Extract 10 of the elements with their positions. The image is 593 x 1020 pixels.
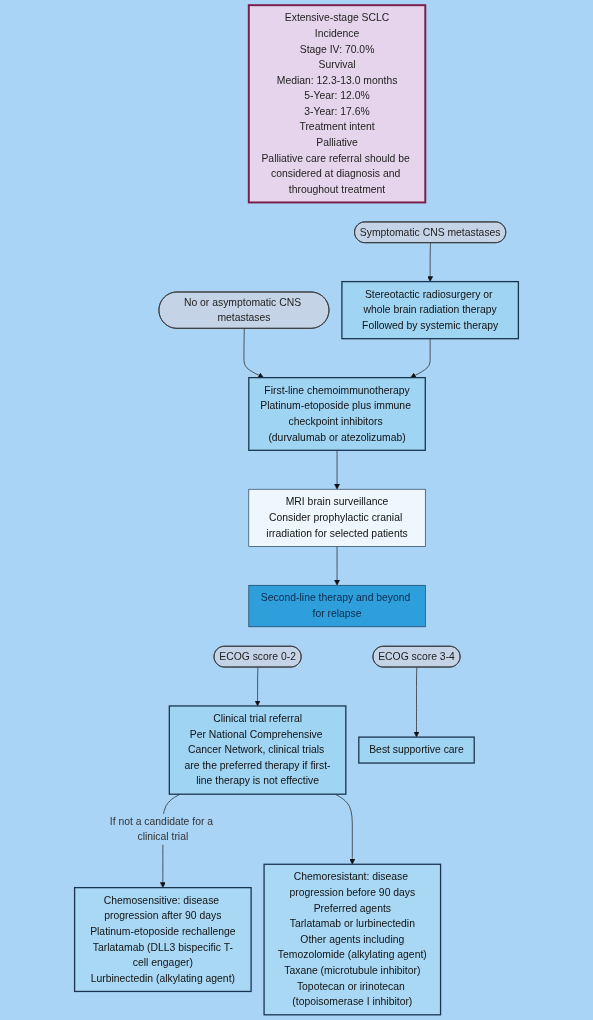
- node-box: Second-line therapy and beyond for relapse: [248, 584, 426, 628]
- node-box: Extensive-stage SCLC Incidence Stage IV: 70.0% Survival Median: 12.3-13.0 months 5-Year: 12.0% 3-Year: 17.6% Treatment intent Palliative Palliative care referral should be considered at diagnosis and throughout treatment: [247, 4, 427, 204]
- node-box: Chemoresistant: disease progression before 90 days Preferred agents Tarlatamab or lurbinectedin Other agents including Temozolomide (alkylating agent) Taxane (microtubule inhibitor) Topotecan or irinotecan (topoisomerase I inhibitor): [263, 863, 442, 1016]
- node-box: MRI brain surveillance Consider prophylactic cranial irradiation for selected patients: [248, 488, 426, 547]
- node-box: Stereotactic radiosurgery or whole brain radiation therapy Followed by systemic therapy: [341, 280, 520, 340]
- node-box: Best supportive care: [358, 736, 475, 764]
- edge-label: If not a candidate for a clinical trial: [109, 815, 214, 843]
- node-box: First-line chemoimmunotherapy Platinum-etoposide plus immune checkpoint inhibitors (durvalumab or atezolizumab): [248, 377, 426, 451]
- node-box: Clinical trial referral Per National Comprehensive Cancer Network, clinical trials are the preferred therapy if first-line therapy is not effective: [168, 705, 347, 795]
- node-box: Chemosensitive: disease progression after 90 days Platinum-etoposide rechallenge Tarlatamab (DLL3 bispecific T-cell engager) Lurbinectedin (alkylating agent): [73, 887, 252, 993]
